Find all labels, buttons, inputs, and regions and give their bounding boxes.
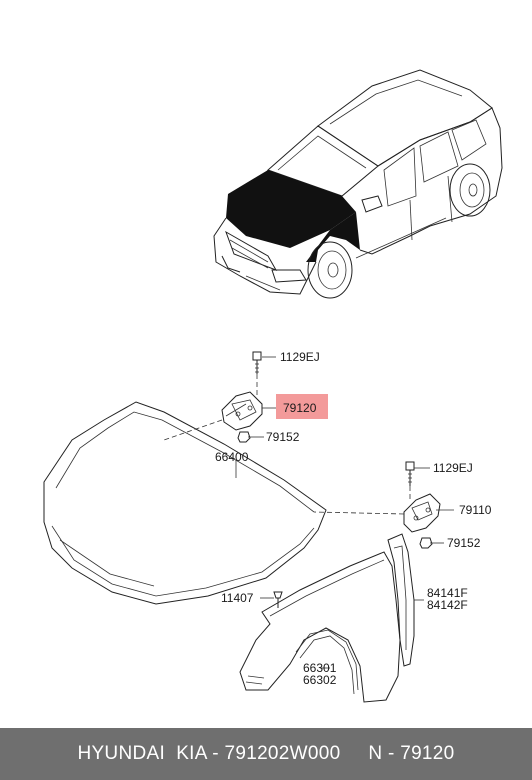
label-bolt-right: 1129EJ [433,461,473,475]
leader-lines [235,356,454,669]
hinge-left [221,391,263,431]
label-panel-lh: 84141F [427,586,468,600]
vehicle-illustration [213,69,503,299]
label-nut-left: 79152 [266,430,300,444]
nut-left [237,431,251,443]
label-fender-rh: 66302 [303,673,337,687]
part-highlight [276,394,328,419]
nut-right [419,537,433,549]
parts-diagram: 1129EJ 79120 79152 66400 1129EJ 79110 79… [43,69,503,703]
label-bolt-top: 1129EJ [280,350,320,364]
hinge-right [403,493,441,533]
label-nut-right: 79152 [447,536,481,550]
label-hinge-left: 79120 [283,401,317,415]
label-hood: 66400 [215,450,249,464]
label-hinge-right: 79110 [459,503,492,517]
label-fender-bolt: 11407 [221,591,254,605]
label-fender-lh: 66301 [303,661,337,675]
hood-panel [43,401,327,605]
bolt-left [252,351,262,374]
fender [239,551,401,703]
part-number-footer: HYUNDAI KIA - 791202W000 N - 79120 [0,728,532,780]
bolt-right [405,461,415,486]
label-panel-rh: 84142F [427,598,468,612]
fender-bolt [273,591,283,608]
fender-panel [387,533,415,667]
